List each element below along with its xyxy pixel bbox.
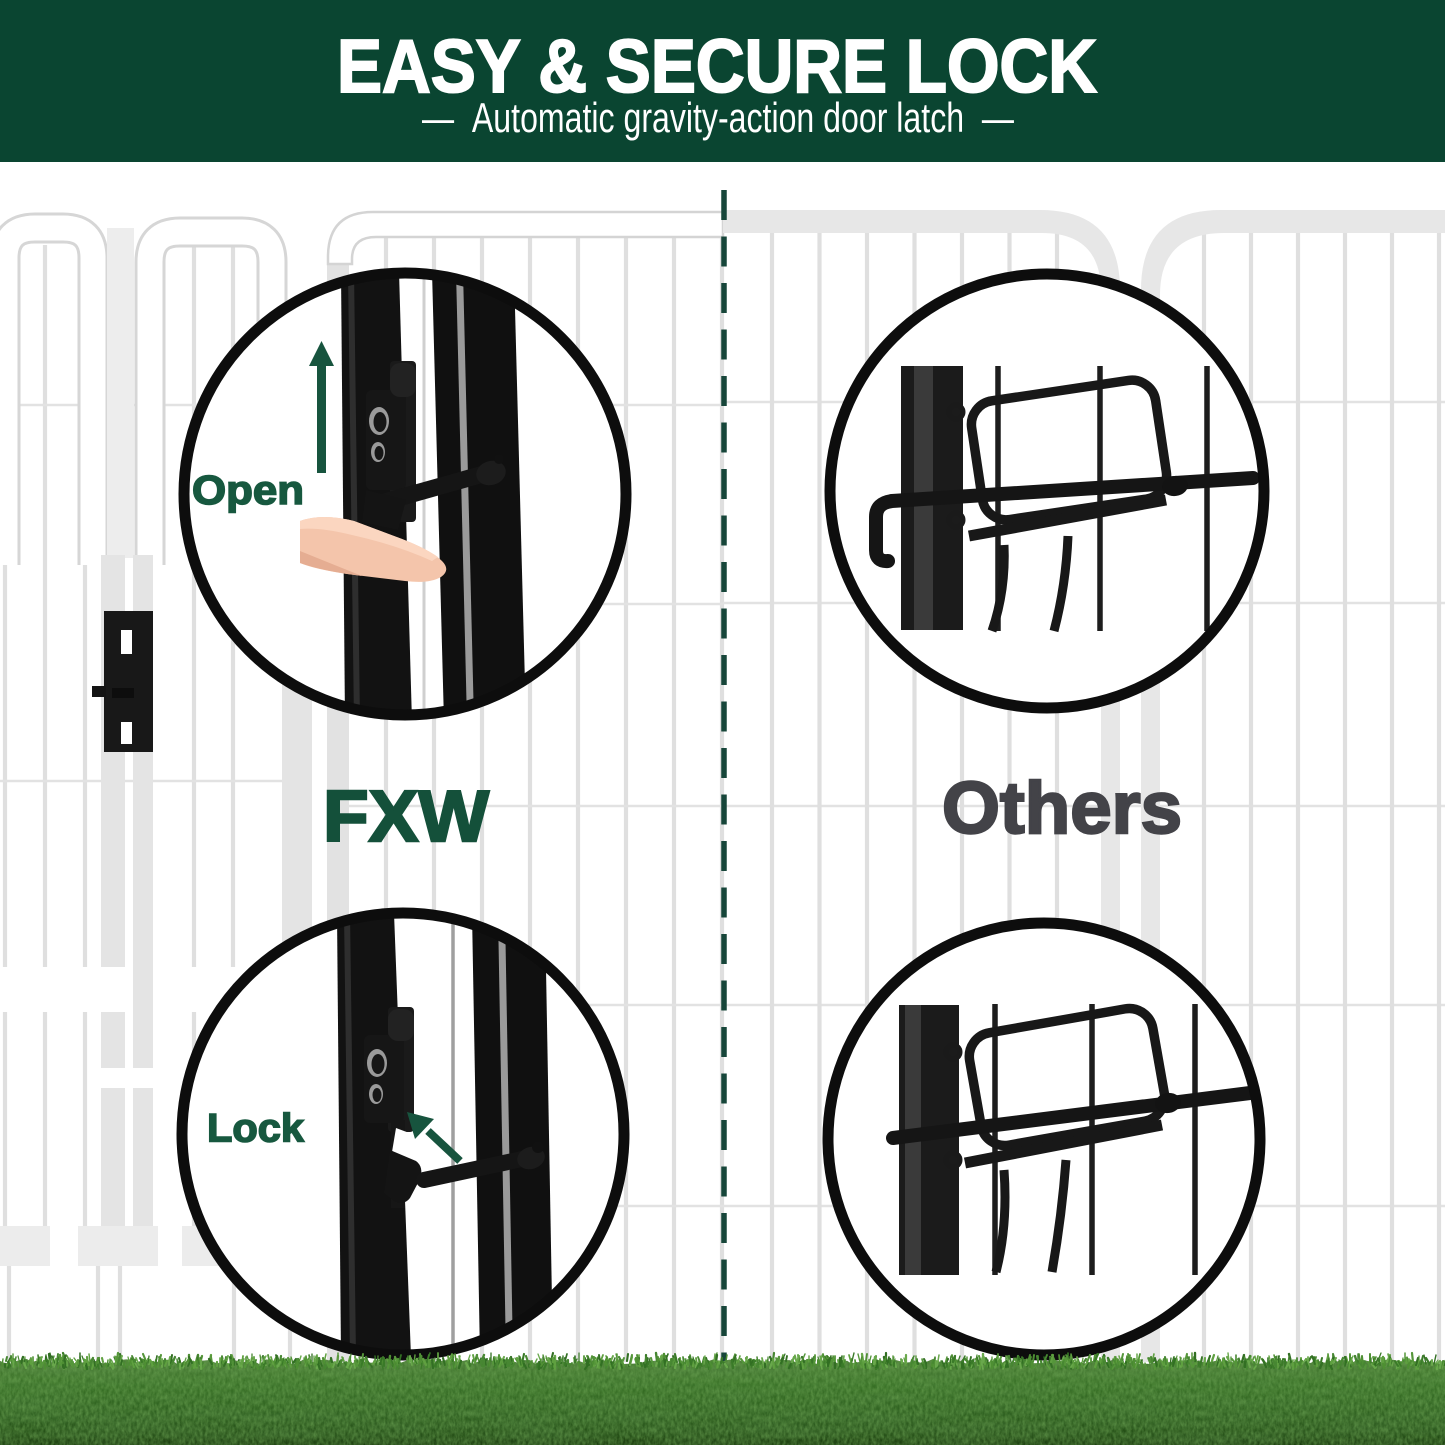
svg-text:EASY & SECURE LOCK: EASY & SECURE LOCK [337, 24, 1097, 108]
svg-text:— Automatic gravity-action do: — Automatic gravity-action door latch — [422, 94, 1014, 141]
svg-text:Lock: Lock [207, 1107, 305, 1151]
svg-text:Open: Open [192, 467, 304, 513]
svg-text:FXW: FXW [323, 777, 489, 857]
svg-text:Others: Others [942, 768, 1182, 849]
